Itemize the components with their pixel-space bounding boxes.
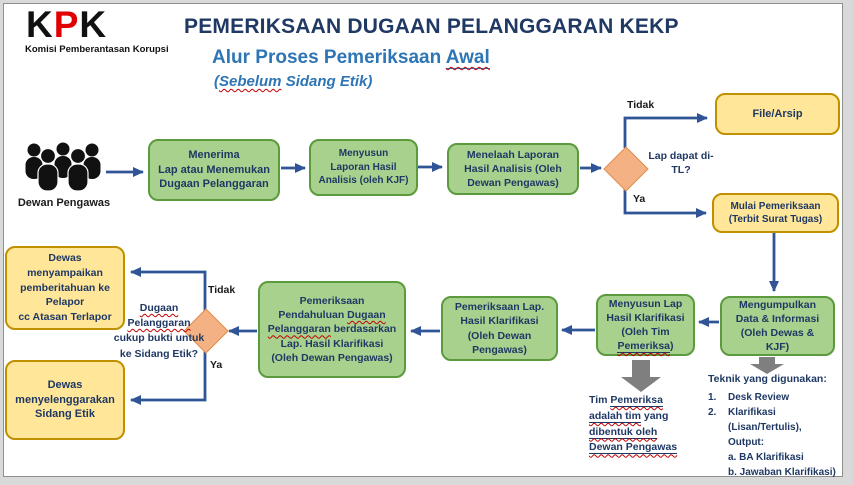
terminal-dewas-sidang-etik: Dewas menyelenggarakan Sidang Etik (5, 360, 125, 440)
list-item: 2. Klarifikasi (Lisan/Tertulis), Output:… (708, 406, 836, 478)
subnote-wavy-word: Sebelum (219, 73, 282, 90)
page-title: PEMERIKSAAN DUGAAN PELANGGARAN KEKP (184, 15, 679, 38)
decision1-label: Lap dapat di- TL? (648, 150, 714, 176)
terminal-mulai-pemeriksaan: Mulai Pemeriksaan (Terbit Surat Tugas) (712, 193, 839, 233)
process-pemeriksaan-lap-klarifikasi: Pemeriksaan Lap. Hasil Klarifikasi (Oleh… (441, 296, 558, 361)
page-subnote: (Sebelum Sidang Etik) (214, 73, 373, 90)
subtitle-prefix: Alur Proses Pemeriksaan (212, 47, 446, 68)
page-subtitle: Alur Proses Pemeriksaan Awal (212, 47, 490, 69)
decision1-yes-label: Ya (633, 193, 646, 205)
note-tim-pemeriksa: Tim Pemeriksa adalah tim yang dibentuk o… (589, 394, 678, 455)
people-group-icon (25, 142, 101, 192)
decision2-no-label: Tidak (208, 284, 236, 296)
kpk-logo: KPK (26, 6, 107, 43)
wavy-word-pemeriksa: Pemeriksa (617, 340, 671, 354)
process-menelaah-laporan: Menelaah Laporan Hasil Analisis (Oleh De… (447, 143, 579, 195)
terminal-dewas-pemberitahuan: Dewas menyampaikan pemberitahuan ke Pela… (5, 246, 125, 330)
process-menyusun-laporan-analisis: Menyusun Laporan Hasil Analisis (oleh KJ… (309, 139, 418, 196)
process-menerima-laporan: Menerima Lap atau Menemukan Dugaan Pelan… (148, 139, 280, 201)
logo-letter-k2: K (79, 4, 108, 45)
wavy-word-dugaan: Dugaan (347, 309, 386, 322)
logo-letter-k1: K (26, 4, 54, 45)
decision2-label: Dugaan Pelanggaran cukup bukti untuk ke … (113, 302, 205, 360)
logo-letter-p: P (53, 4, 80, 45)
decision2-yes-label: Ya (210, 359, 223, 371)
process-menyusun-lap-klarifikasi: Menyusun Lap Hasil Klarifikasi (Oleh Tim… (596, 294, 695, 356)
process-mengumpulkan-data: Mengumpulkan Data & Informasi (Oleh Dewa… (720, 296, 835, 356)
process-pemeriksaan-pendahuluan: Pemeriksaan Pendahuluan Dugaan Pelanggar… (258, 281, 406, 378)
list-item: 1. Desk Review (708, 391, 790, 403)
decision1-no-label: Tidak (627, 99, 655, 111)
note-teknik-list: Teknik yang digunakan: 1. Desk Review 2.… (708, 372, 850, 480)
wavy-word-pelanggaran: Pelanggaran (267, 323, 331, 336)
teknik-title: Teknik yang digunakan: (708, 373, 827, 385)
terminal-file-arsip: File/Arsip (715, 93, 840, 135)
actor-label: Dewan Pengawas (17, 197, 111, 209)
kpk-logo-org-name: Komisi Pemberantasan Korupsi (25, 44, 169, 55)
subtitle-underlined-word: Awal (445, 47, 490, 69)
